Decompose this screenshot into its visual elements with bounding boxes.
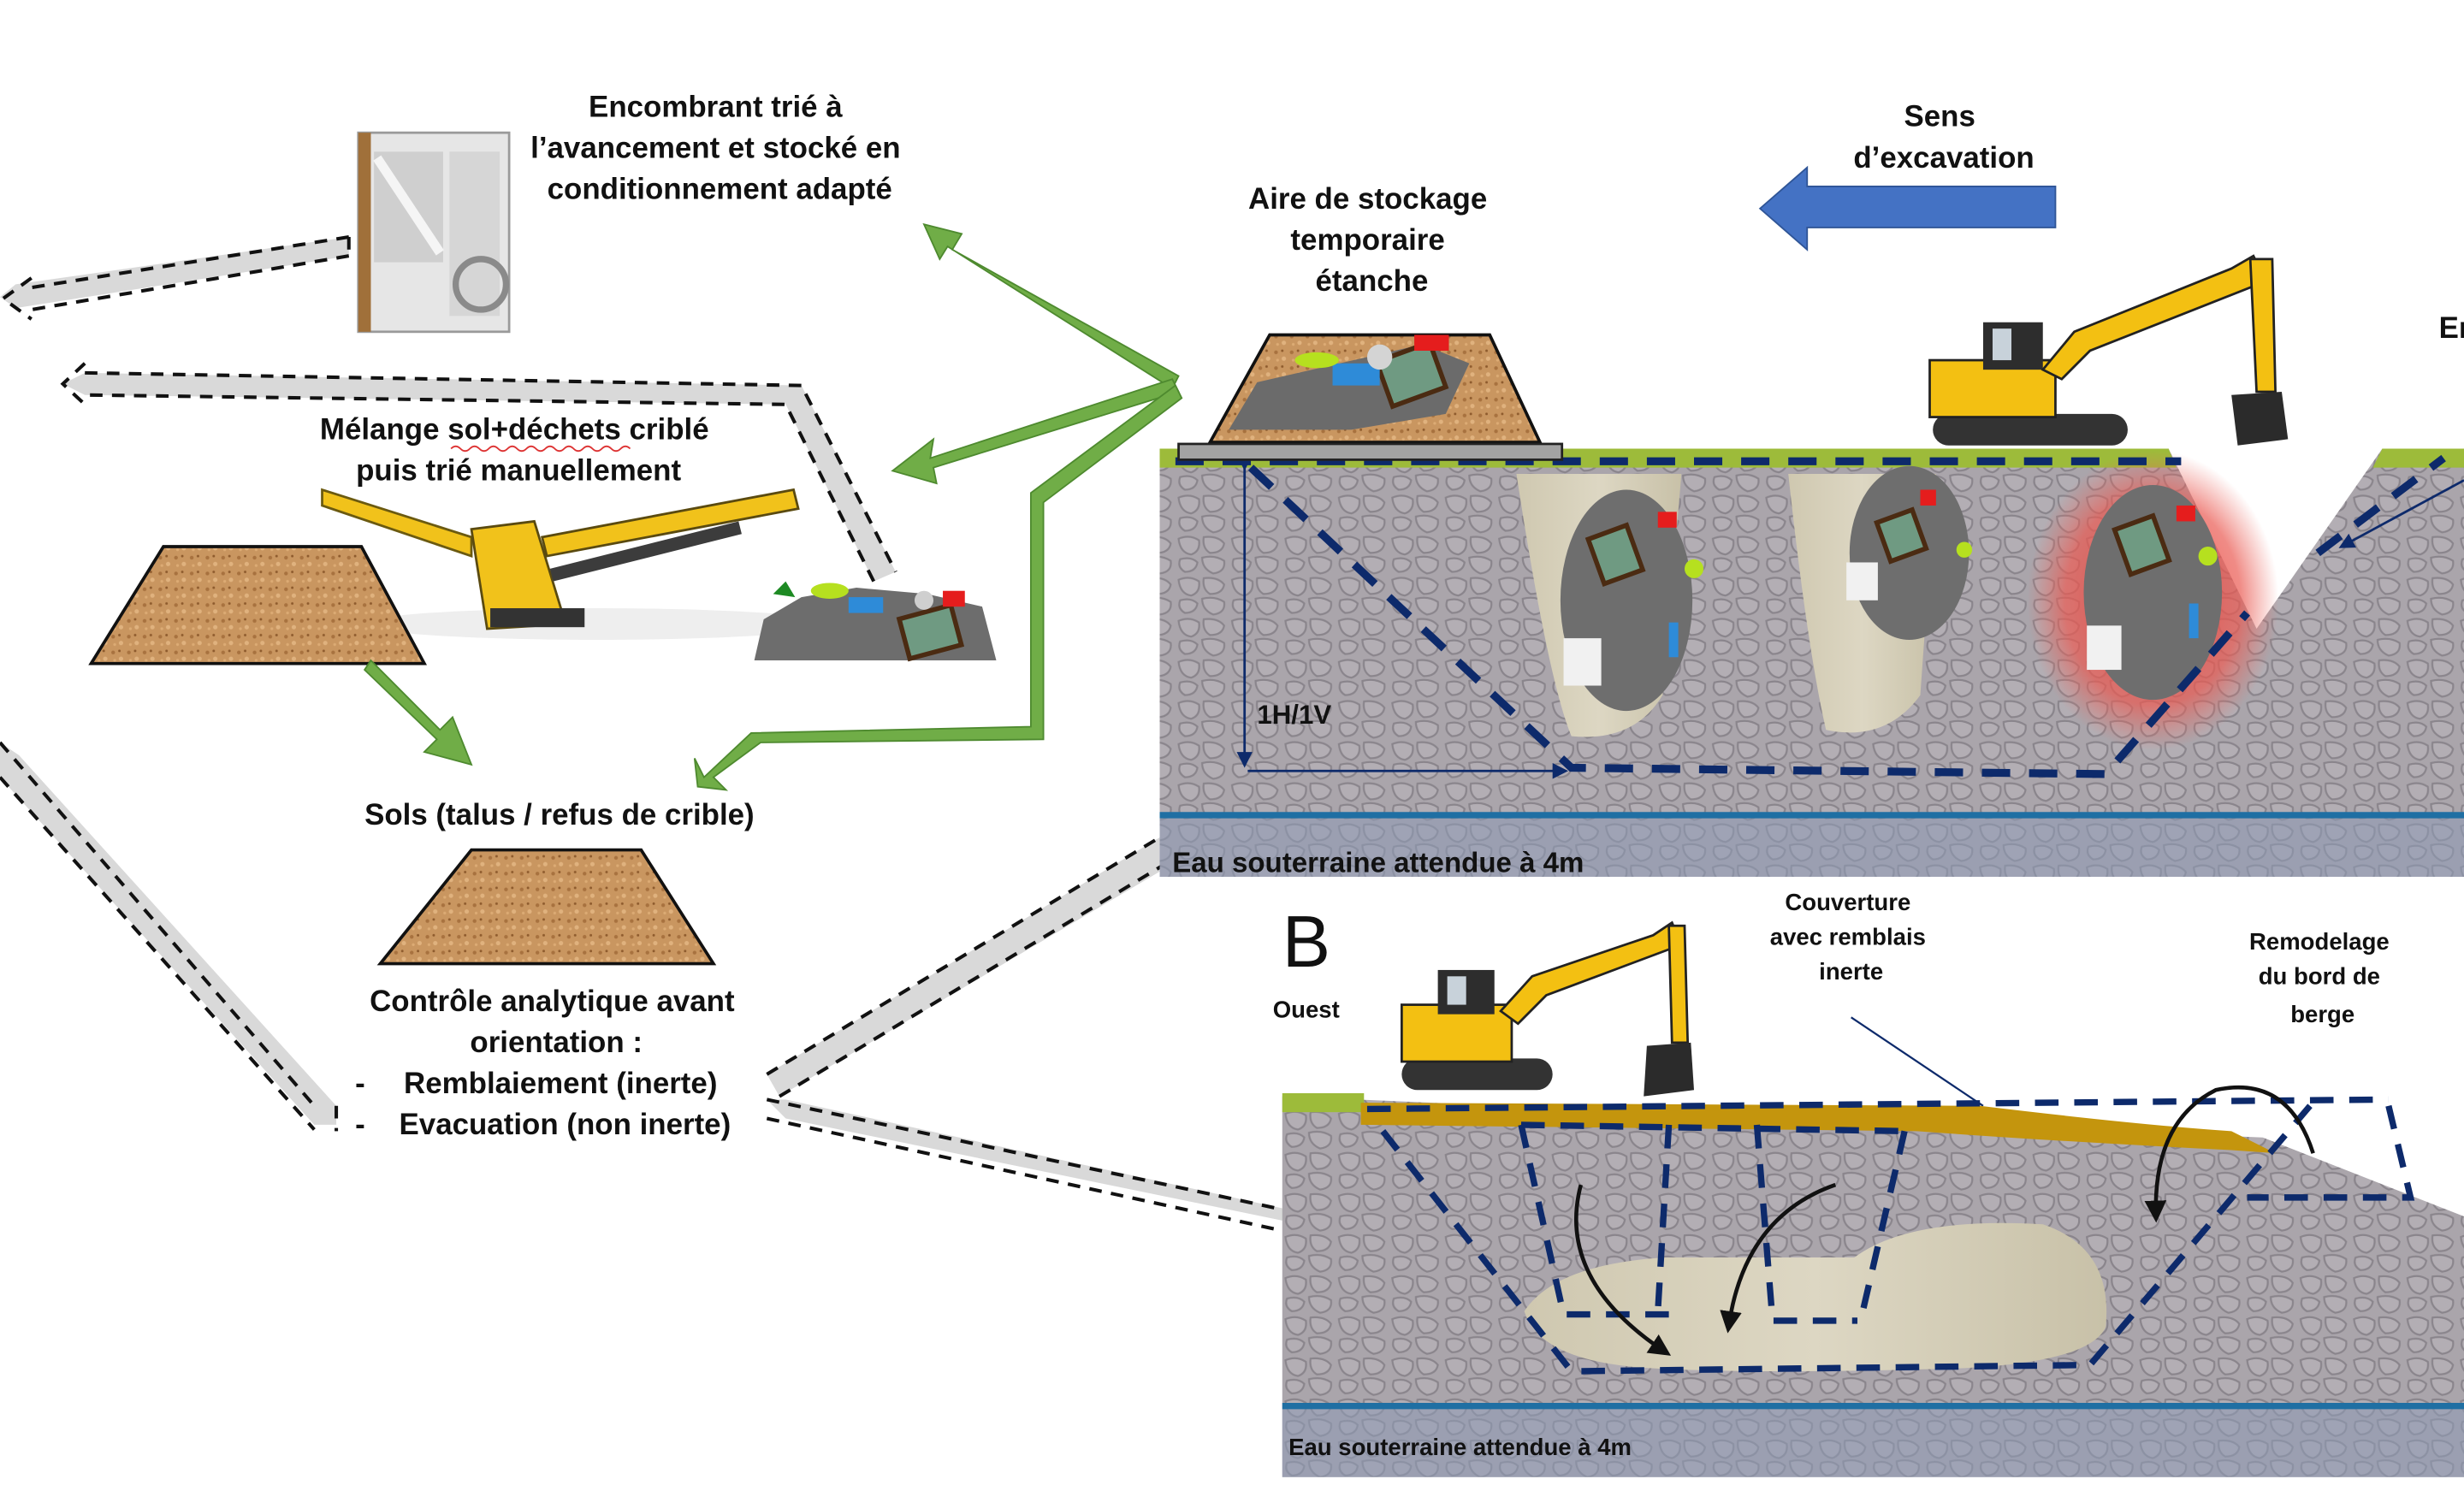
bullet-remblaiement: - [355,1067,365,1100]
soil-pile-sols [376,848,717,966]
groundwater-zone-b [1282,1409,2464,1477]
excavation-direction-label: Sens d’excavation [1853,100,2034,175]
green-arrow-to-encombrant [922,222,1180,390]
grey-dashed-arrow-melange [60,362,897,583]
buried-waste-cluster-2 [1846,465,1973,640]
groundwater-label-a: Eau souterraine attendue à 4m [1172,847,1584,879]
pointer-line-right-a [2338,479,2464,548]
controle-options-list: - Remblaiement (inerte) - Evacuation (no… [355,1067,731,1141]
encombrant-label: Encombrant trié à l’avancement et stocké… [530,91,909,206]
screening-machine-icon [321,488,833,640]
storage-container-icon [357,131,511,334]
green-arrows-from-storage [693,222,1183,791]
temporary-storage-area [1177,333,1564,461]
panel-b-letter: B [1282,901,1330,982]
waste-pile-icon [754,581,997,662]
bullet-evacuation: - [355,1108,365,1141]
excavation-outline-b [1366,1096,2415,1375]
soil-pile-melange [88,545,427,666]
rehandling-arrows [1573,1085,2315,1356]
slope-dimension: 1H/1V [1236,454,1569,779]
buried-waste-cluster-3 [2083,484,2223,701]
cutoff-label-right: En [2439,311,2464,345]
green-arrow-to-melange [891,378,1180,485]
excavation-direction-arrow [1758,165,2057,251]
spellcheck-underline [450,445,631,453]
grey-dashed-arrow-encombrant [0,235,351,321]
groundwater-zone-a [1159,818,2464,877]
grey-dashed-arrow-evacuation [0,741,339,1132]
sols-label: Sols (talus / refus de crible) [364,798,755,831]
cover-label: Couverture avec remblais inerte [1770,889,1933,985]
groundwater-label-b: Eau souterraine attendue à 4m [1288,1434,1632,1460]
reshape-bank-label: Remodelage du bord de berge [2249,928,2396,1027]
impermeable-liner [1177,442,1564,461]
west-label: Ouest [1273,996,1340,1022]
backfill-mass-b [1524,1222,2107,1372]
excavator-a-icon [1928,254,2289,446]
option-remblaiement: Remblaiement (inerte) [404,1067,717,1100]
slope-ratio-label: 1H/1V [1257,700,1331,730]
buried-waste-cluster-1 [1560,489,1704,712]
cover-pointer-line [1851,1016,1984,1107]
controle-label: Contrôle analytique avant orientation : [370,985,743,1059]
green-arrow-to-sols-long [693,384,1183,791]
excavator-b-icon [1400,920,1694,1097]
storage-area-label: Aire de stockage temporaire étanche [1248,182,1496,298]
green-arrow-to-sols [363,659,473,766]
option-evacuation: Evacuation (non inerte) [400,1108,732,1141]
melange-label: Mélange sol+déchets criblé puis trié man… [320,412,717,487]
